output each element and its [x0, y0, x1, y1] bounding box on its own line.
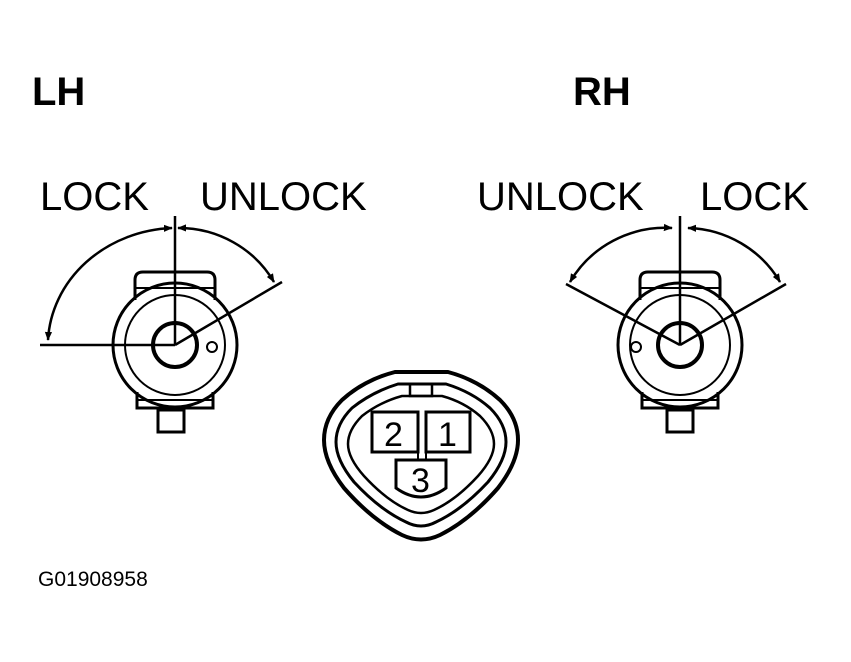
- lh-unlock-label: UNLOCK: [200, 175, 367, 219]
- rh-reference-lines: [565, 216, 787, 347]
- pin-3-label: 3: [411, 462, 430, 500]
- connector: 2 1 3: [321, 370, 521, 542]
- pin-2-label: 2: [384, 416, 403, 454]
- rh-panel: RH UNLOCK LOCK: [477, 70, 809, 434]
- rh-unlock-label: UNLOCK: [477, 175, 644, 219]
- connector-shell: [321, 370, 521, 542]
- rh-lock-label: LOCK: [700, 175, 809, 219]
- lh-unlock-arc: [177, 224, 276, 283]
- pin-1-label: 1: [438, 416, 457, 454]
- rh-heading: RH: [573, 70, 631, 114]
- rh-switch-body: [616, 270, 744, 434]
- lh-heading: LH: [32, 70, 85, 114]
- lh-panel: LH LOCK UNLOCK: [32, 70, 367, 434]
- figure-code: G01908958: [38, 568, 148, 591]
- connector-cavities: [370, 410, 472, 499]
- lh-lock-arc: [44, 224, 173, 341]
- rh-unlock-arc: [568, 223, 673, 283]
- lh-lock-label: LOCK: [40, 175, 149, 219]
- lh-reference-lines: [40, 216, 283, 347]
- rh-lock-arc: [687, 224, 782, 283]
